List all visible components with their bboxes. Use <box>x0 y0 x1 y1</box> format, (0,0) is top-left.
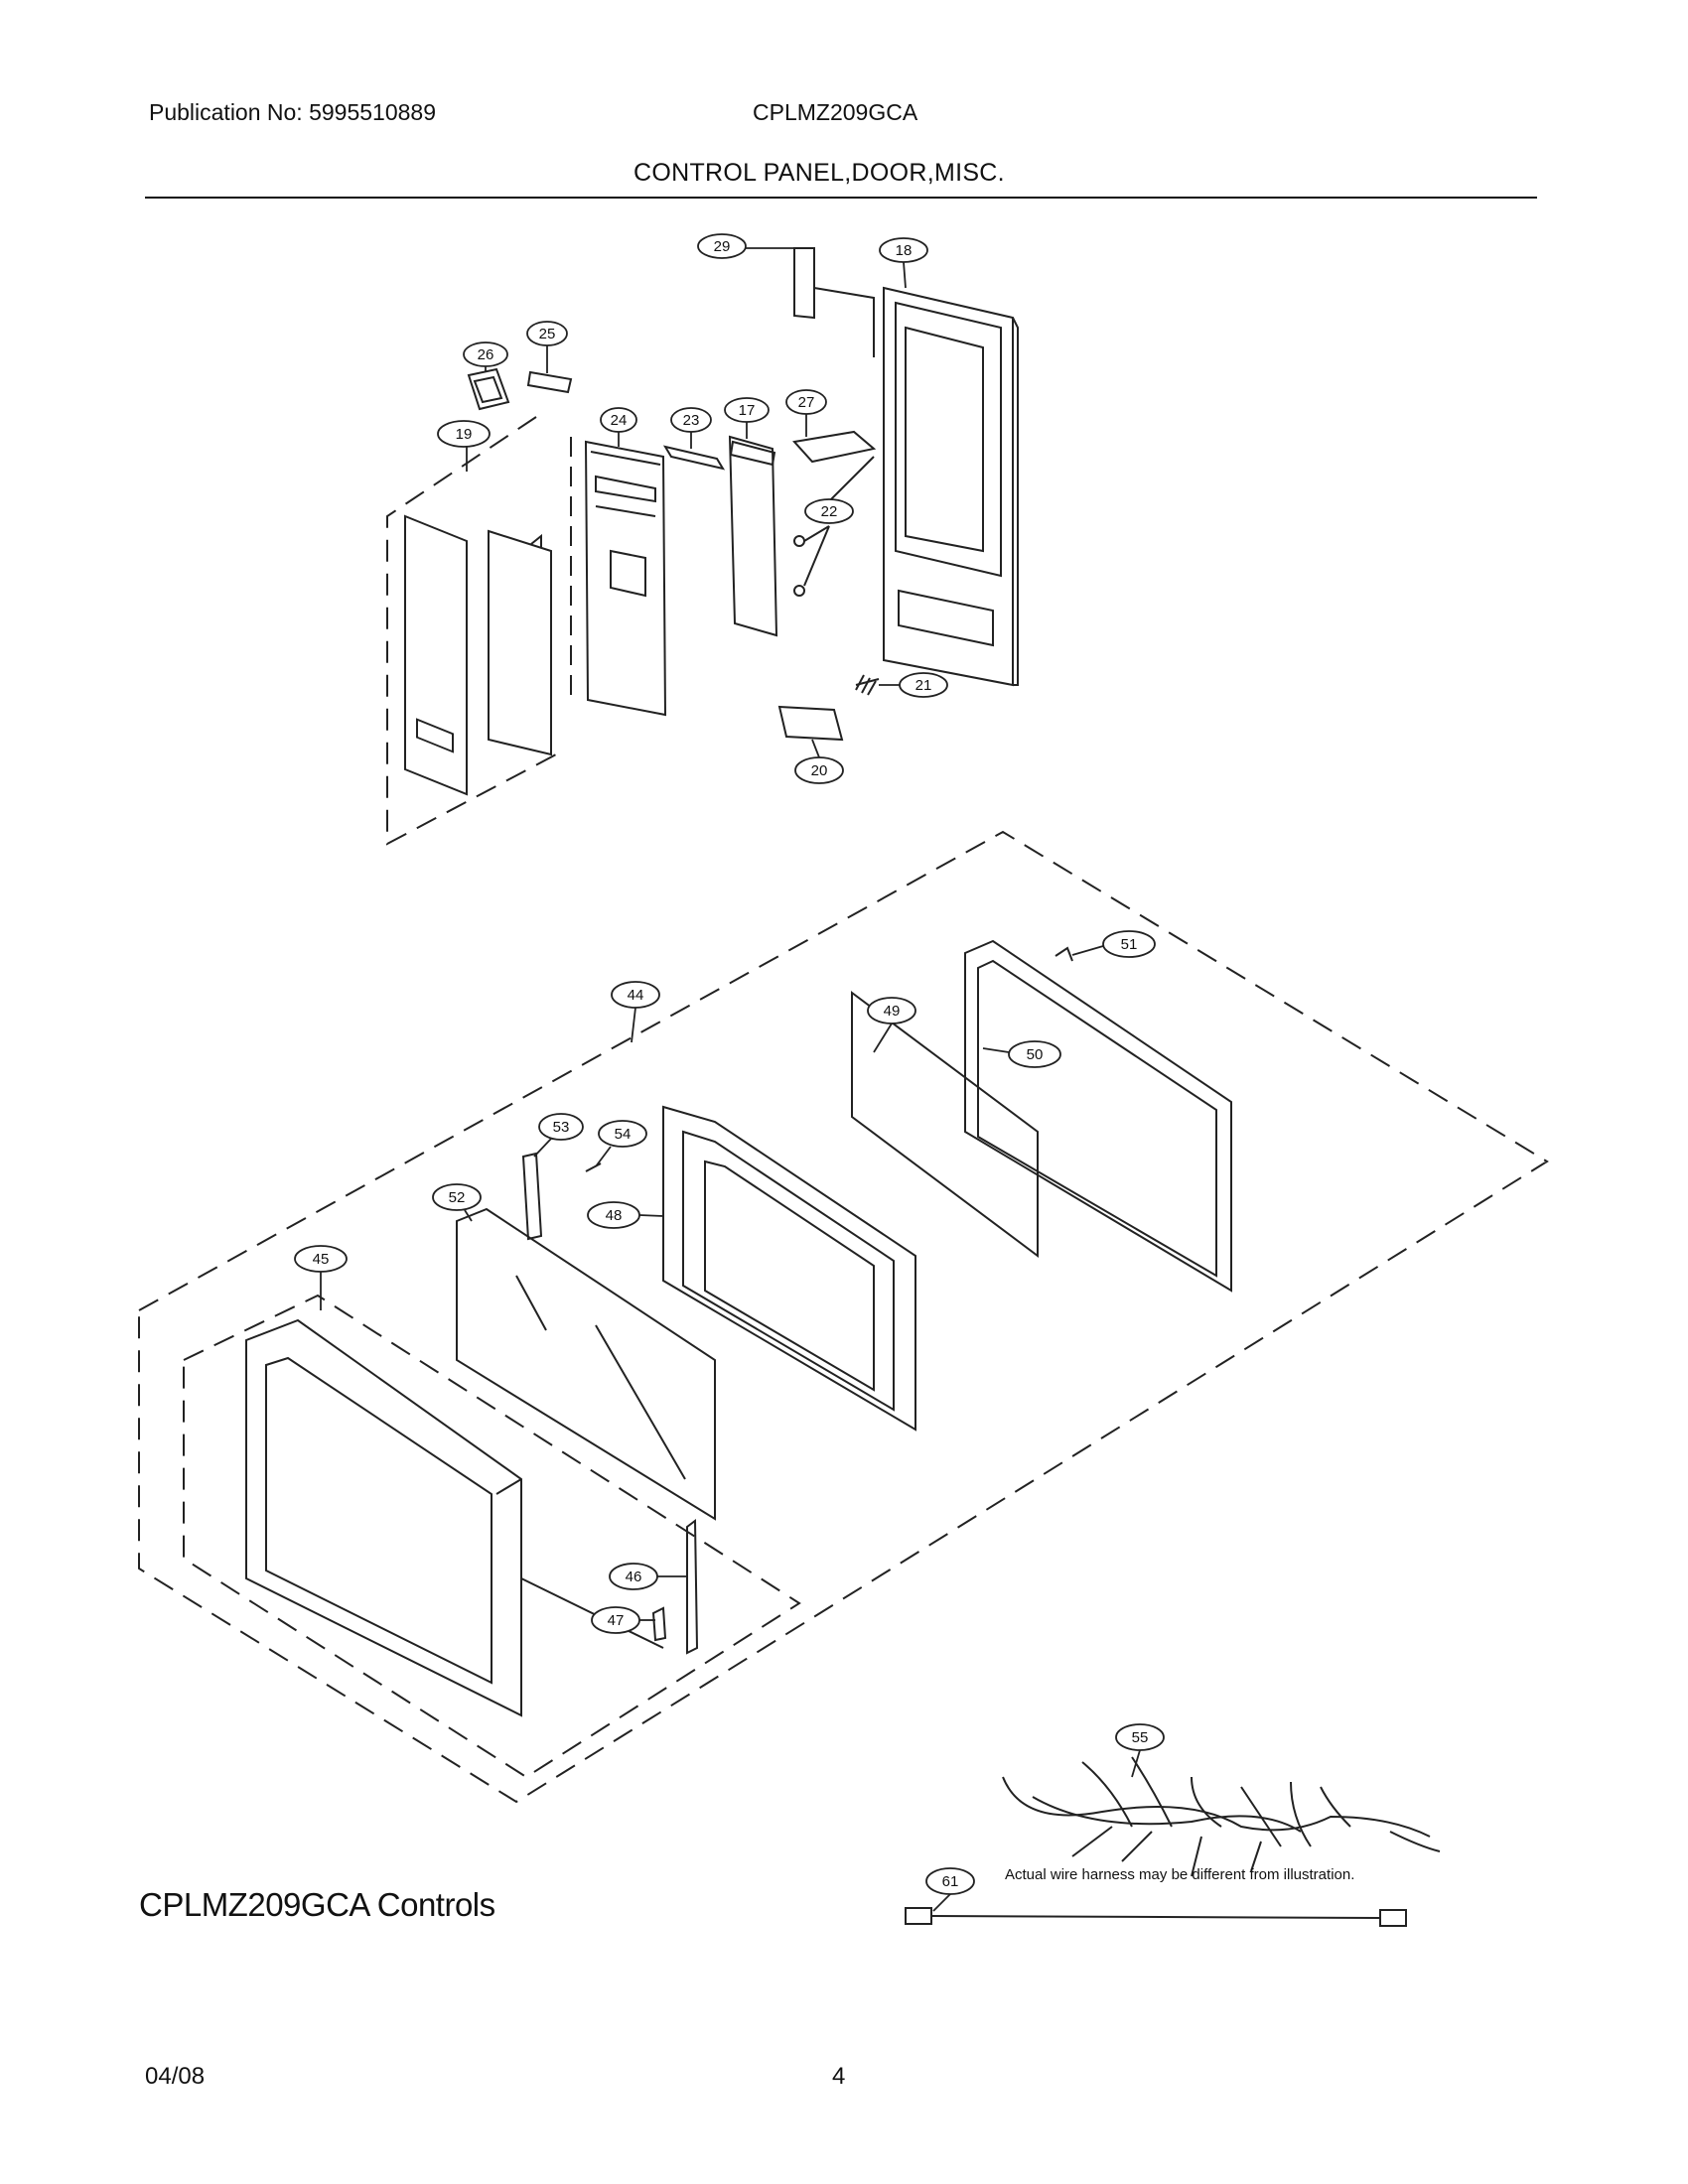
callout-label: 25 <box>539 326 556 342</box>
callout-label: 54 <box>615 1126 632 1143</box>
callout-19 <box>437 420 491 472</box>
part-17-board <box>728 435 778 637</box>
callout-55 <box>1115 1723 1165 1778</box>
part-45-door-frame <box>245 1318 522 1717</box>
callout-52 <box>432 1183 482 1222</box>
callout-label: 48 <box>606 1207 623 1224</box>
part-50-choke-frame <box>964 939 1232 1293</box>
callout-label: 24 <box>611 412 628 429</box>
section-title: CONTROL PANEL,DOOR,MISC. <box>633 159 1005 187</box>
callout-22 <box>804 498 854 524</box>
callout-label: 29 <box>714 238 731 255</box>
group-44-outline <box>138 830 1549 1804</box>
publication-number: Publication No: 5995510889 <box>149 99 437 125</box>
callout-label: 44 <box>628 987 644 1004</box>
part-22-screw-a <box>793 535 805 547</box>
callout-label: 21 <box>915 677 932 694</box>
part-19-panel-back <box>488 529 552 756</box>
callout-label: 53 <box>553 1119 570 1136</box>
callout-46 <box>609 1563 687 1590</box>
part-49-film <box>851 991 1039 1258</box>
part-25-film <box>526 370 573 394</box>
page-number: 4 <box>832 2063 846 2090</box>
callout-48 <box>587 1201 664 1229</box>
callout-label: 17 <box>739 402 756 419</box>
part-26-window <box>467 367 510 411</box>
callout-label: 27 <box>798 394 815 411</box>
callout-25 <box>526 321 568 373</box>
callout-47 <box>591 1606 655 1634</box>
callout-label: 51 <box>1121 936 1138 953</box>
part-47-lever <box>651 1606 667 1642</box>
callout-17 <box>724 397 770 439</box>
part-48-door-panel <box>662 1105 916 1432</box>
callout-49 <box>867 997 916 1053</box>
part-27-bracket <box>792 430 877 464</box>
callout-label: 23 <box>683 412 700 429</box>
callout-label: 45 <box>313 1251 330 1268</box>
callout-label: 55 <box>1132 1729 1149 1746</box>
part-61-harness <box>905 1907 1407 1927</box>
callout-27 <box>785 389 827 437</box>
part-23-bar <box>662 445 726 471</box>
part-55-wire-harness <box>1002 1756 1441 1877</box>
part-24-board <box>584 440 667 717</box>
callout-29 <box>697 233 794 259</box>
callout-61 <box>925 1867 975 1912</box>
callout-20 <box>794 739 844 784</box>
callout-23 <box>670 407 712 449</box>
part-51-clip <box>1055 946 1073 962</box>
callout-24 <box>600 407 637 447</box>
callout-label: 19 <box>456 426 473 443</box>
part-19-panel <box>404 514 468 796</box>
part-19-window <box>416 718 454 753</box>
callout-54 <box>595 1120 647 1167</box>
callout-label: 46 <box>626 1569 642 1585</box>
group-45-outline <box>183 1294 801 1779</box>
callout-50 <box>982 1040 1061 1068</box>
controls-caption: CPLMZ209GCA Controls <box>139 1886 495 1923</box>
callout-label: 52 <box>449 1189 466 1206</box>
callout-label: 47 <box>608 1612 625 1629</box>
part-52-glass <box>456 1207 716 1521</box>
callout-51 <box>1071 930 1156 958</box>
callout-label: 22 <box>821 503 838 520</box>
model-number: CPLMZ209GCA <box>753 99 918 125</box>
part-29-label <box>793 247 815 320</box>
part-54-screw <box>585 1162 602 1172</box>
callout-label: 20 <box>811 762 828 779</box>
callout-label: 49 <box>884 1003 901 1020</box>
publication-date: 04/08 <box>145 2063 206 2090</box>
part-22-screw-b <box>793 585 805 597</box>
callout-label: 61 <box>942 1873 959 1890</box>
part-53-hinge <box>521 1152 543 1241</box>
callout-45 <box>294 1245 348 1310</box>
group-19-outline <box>386 416 557 846</box>
callout-label: 50 <box>1027 1046 1044 1063</box>
header-rule <box>145 197 1537 199</box>
callout-label: 26 <box>478 346 494 363</box>
callout-44 <box>611 981 660 1043</box>
callout-18 <box>879 237 928 289</box>
callout-label: 18 <box>896 242 913 259</box>
callout-53 <box>533 1113 584 1158</box>
part-20-button <box>777 705 844 742</box>
harness-note: Actual wire harness may be different fro… <box>1005 1866 1355 1883</box>
callout-26 <box>463 341 508 371</box>
callout-21 <box>879 672 948 698</box>
part-46-latch <box>686 1519 699 1655</box>
